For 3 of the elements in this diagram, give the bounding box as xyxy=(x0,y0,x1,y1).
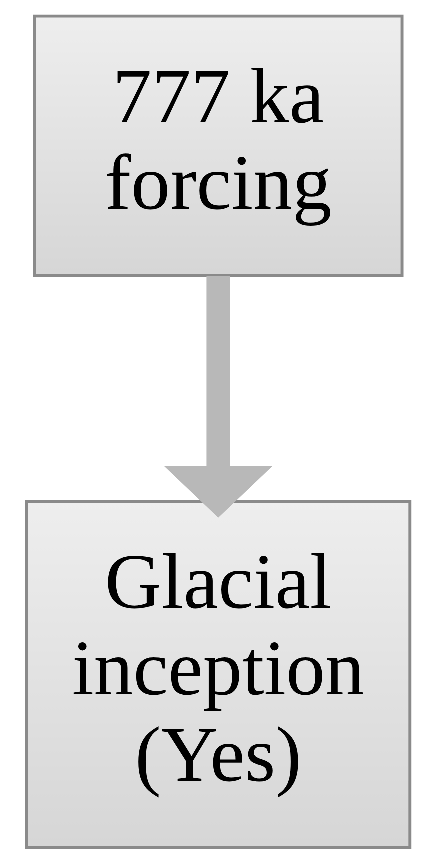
arrow xyxy=(164,276,272,518)
node-box: Glacial inception (Yes) xyxy=(24,500,412,850)
node-box: 777 ka forcing xyxy=(32,14,404,278)
